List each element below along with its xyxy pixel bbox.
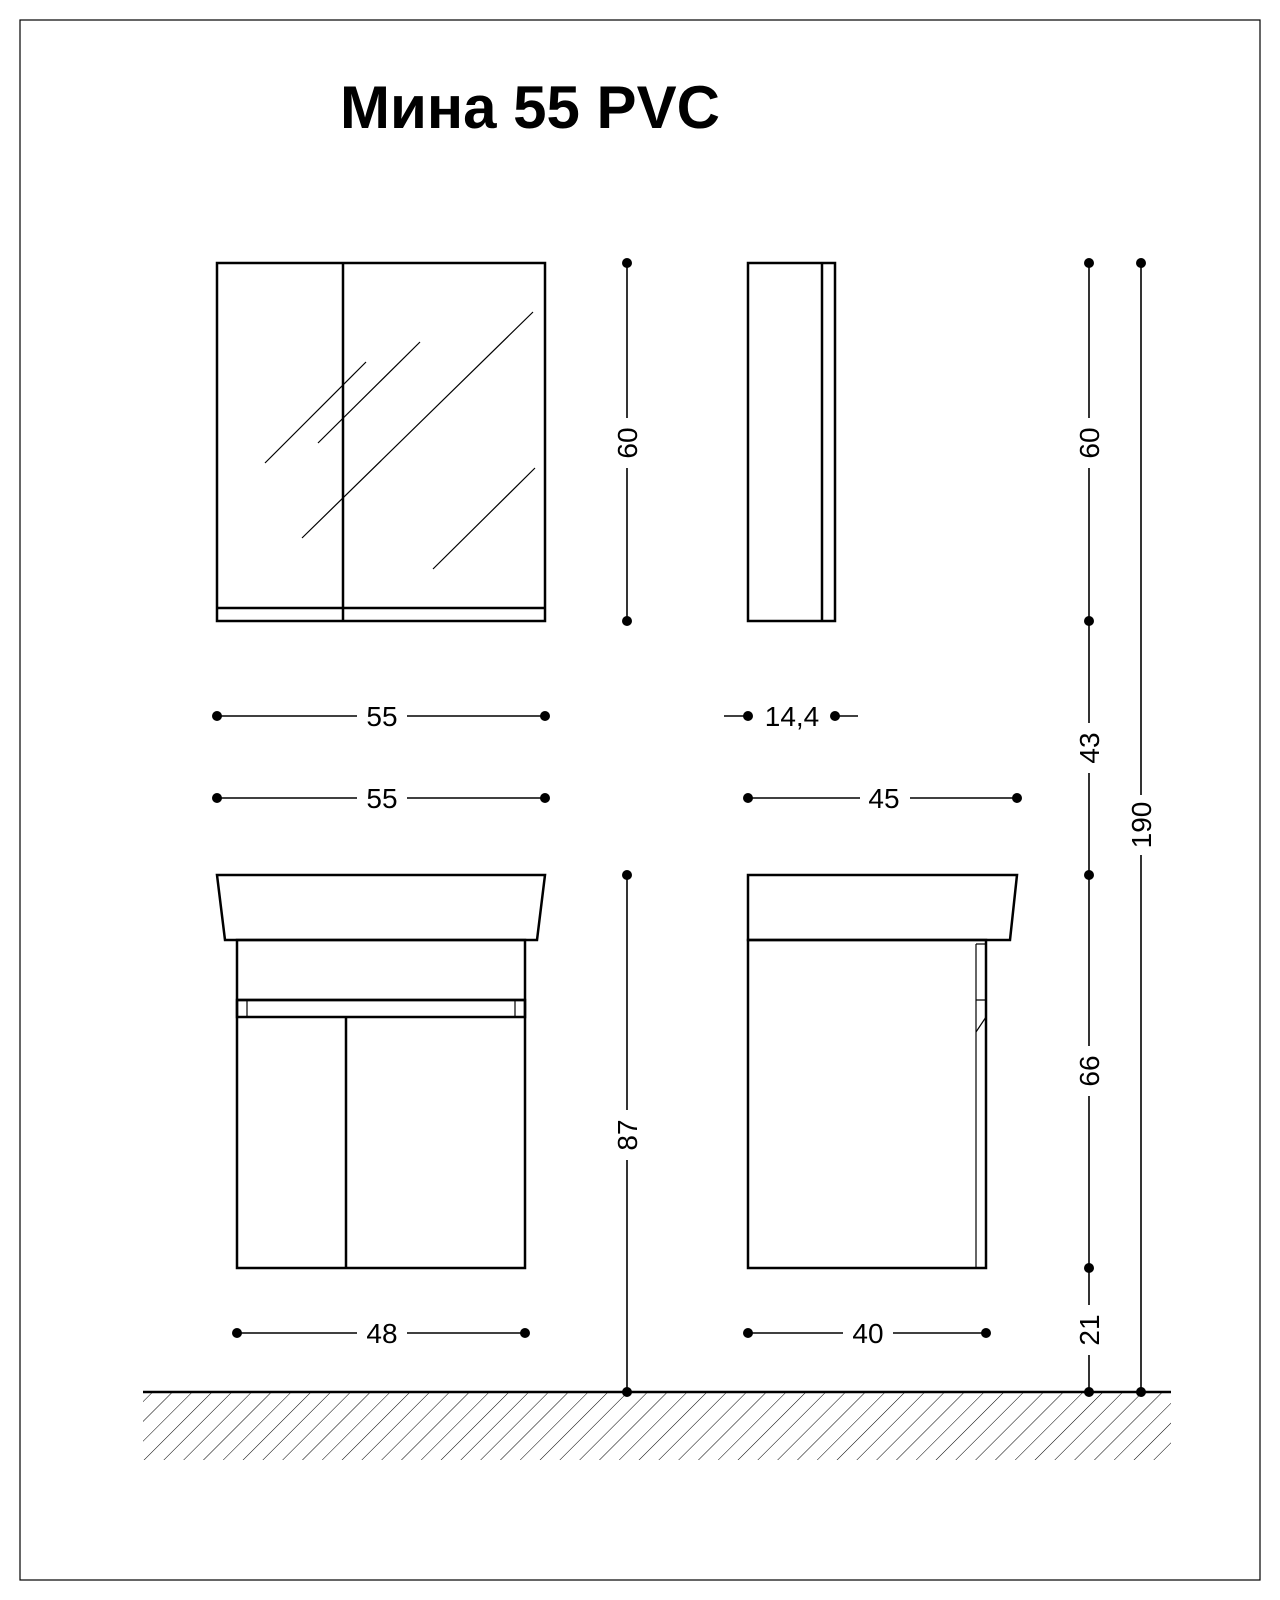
dim-vanity-height: 87 (612, 870, 643, 1397)
drawing-title: Мина 55 PVC (340, 74, 720, 141)
dim-label-basin-width: 55 (366, 783, 397, 814)
dim-chain-right: 60 43 66 21 (1074, 258, 1105, 1397)
dim-label-mirror-depth: 14,4 (765, 701, 820, 732)
dim-label-cabinet-width-front: 48 (366, 1318, 397, 1349)
mirror-cabinet-front-view (215, 261, 547, 623)
dim-label-cabinet-height: 66 (1074, 1055, 1105, 1086)
dim-total-height: 190 (1126, 258, 1157, 1397)
dim-label-cabinet-width-side: 40 (852, 1318, 883, 1349)
dim-label-side-mirror-height: 60 (1074, 427, 1105, 458)
floor (143, 1390, 1171, 1460)
mirror-cabinet-side-view (746, 261, 837, 623)
dim-cabinet-width-side: 40 (743, 1318, 991, 1349)
dim-label-legroom-height: 21 (1074, 1314, 1105, 1345)
dim-label-vanity-height: 87 (612, 1119, 643, 1150)
dim-mirror-width: 55 (212, 701, 550, 732)
dim-label-mirror-height: 60 (612, 427, 643, 458)
dim-label-mirror-width: 55 (366, 701, 397, 732)
dim-label-basin-depth: 45 (868, 783, 899, 814)
dim-cabinet-width-front: 48 (232, 1318, 530, 1349)
dim-label-gap-height: 43 (1074, 732, 1105, 763)
dim-label-total-height: 190 (1126, 802, 1157, 849)
dim-basin-width: 55 (212, 783, 550, 814)
vanity-side-view (746, 873, 1019, 1270)
dim-mirror-depth: 14,4 (724, 701, 858, 732)
dim-basin-depth: 45 (743, 783, 1022, 814)
drawing-frame (19, 19, 1261, 1581)
dim-mirror-height: 60 (612, 258, 643, 626)
vanity-front-view (215, 873, 547, 1270)
